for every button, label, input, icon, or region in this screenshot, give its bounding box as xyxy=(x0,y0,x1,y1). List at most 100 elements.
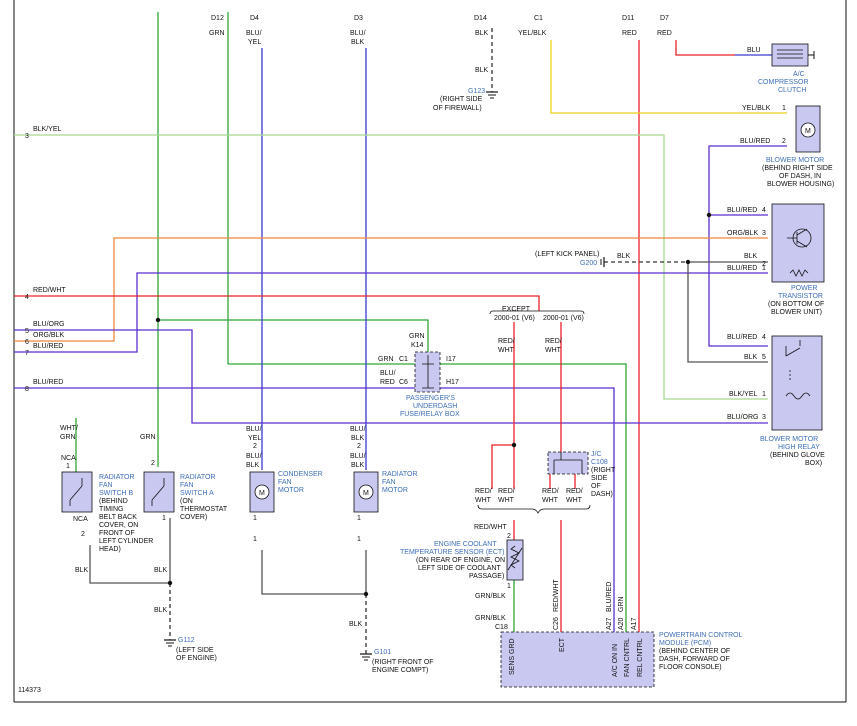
left-pin-8-num: 8 xyxy=(25,386,29,393)
g123-loc2: OF FIREWALL) xyxy=(433,105,482,112)
radm-l1: RADIATOR xyxy=(382,471,418,478)
swa-blk1: BLK xyxy=(154,567,168,574)
fuse-d4-label: D4 xyxy=(250,15,259,22)
pcm-w-c26: RED/WHT xyxy=(553,579,560,612)
blower-motor-wire2: BLU/RED xyxy=(740,138,770,145)
pcm-a17: A17 xyxy=(631,617,638,630)
cond-w3: BLU/ xyxy=(246,453,262,460)
ect-pin1: 1 xyxy=(507,583,511,590)
swb-l9: LEFT CYLINDER xyxy=(99,538,153,545)
jc-l6: DASH) xyxy=(591,491,613,498)
power-transistor-component xyxy=(771,203,825,283)
swb-l6: BELT BACK xyxy=(99,514,137,521)
swa-l2: FAN xyxy=(180,482,194,489)
swb-pin2: 2 xyxy=(81,531,85,538)
rw-2a: RED/ xyxy=(498,488,515,495)
swb-blk: BLK xyxy=(75,567,89,574)
fusebox-l1: PASSENGER'S xyxy=(406,395,455,402)
rw-2b: WHT xyxy=(498,497,515,504)
pcm-term-fan: FAN CNTRL xyxy=(624,638,631,677)
ac-compressor-clutch-component xyxy=(771,43,815,67)
ect-pin2: 2 xyxy=(507,533,511,540)
swa-l6: COVER) xyxy=(180,514,207,521)
fusebox-i17: I17 xyxy=(446,356,456,363)
cond-w2: YEL xyxy=(248,435,261,442)
cond-w4: BLK xyxy=(246,462,260,469)
pt-g200-wire: BLK xyxy=(617,253,631,260)
fuse-c1-label: C1 xyxy=(534,15,543,22)
pcm-l5: FLOOR CONSOLE) xyxy=(659,664,722,671)
ect-l5: PASSAGE) xyxy=(469,573,504,580)
ect-l2: TEMPERATURE SENSOR (ECT) xyxy=(400,549,505,556)
ect-grnblk1: GRN/BLK xyxy=(475,593,506,600)
pcm-w-a20: GRN xyxy=(618,596,625,612)
pt-l3: (ON BOTTOM OF xyxy=(768,301,824,308)
swb-nca: NCA xyxy=(61,455,76,462)
left-pin-7-num: 7 xyxy=(25,350,29,357)
fusebox-c6-wire2: RED xyxy=(380,379,395,386)
pt-l2: TRANSISTOR xyxy=(778,293,823,300)
wire-red-d7 xyxy=(675,40,735,56)
radm-blk: BLK xyxy=(349,621,363,628)
relay-w3: BLU/ORG xyxy=(727,414,759,421)
fusebox-l2: UNDERDASH xyxy=(413,403,457,410)
relay-p4: 4 xyxy=(762,334,766,341)
pt-l1: POWER xyxy=(791,285,817,292)
ect-l3: (ON REAR OF ENGINE, ON xyxy=(416,557,505,564)
pt-g200: G200 xyxy=(580,260,597,267)
fuse-d3-color2: BLK xyxy=(351,39,365,46)
blower-motor-l1: BLOWER MOTOR xyxy=(766,157,824,164)
jc-l5: OF xyxy=(591,483,601,490)
cond-w1: BLU/ xyxy=(246,426,262,433)
blower-motor-l3: OF DASH, IN xyxy=(779,173,821,180)
swb-l10: HEAD) xyxy=(99,546,121,553)
g112-l2: OF ENGINE) xyxy=(176,655,217,662)
pt-w3: ORG/BLK xyxy=(727,230,758,237)
g112-id: G112 xyxy=(178,637,195,644)
redwht-a-1: RED/ xyxy=(498,338,515,345)
relay-l4: BOX) xyxy=(805,460,822,467)
jc-l3: (RIGHT xyxy=(591,467,616,474)
pt-p4: 4 xyxy=(762,207,766,214)
g123-loc1: (RIGHT SIDE xyxy=(440,96,483,103)
wire-yel-blk-c1 xyxy=(550,40,787,114)
pcm-component xyxy=(500,631,655,688)
swb-l1: RADIATOR xyxy=(99,474,135,481)
cond-l2: FAN xyxy=(278,479,292,486)
fusebox-l3: FUSE/RELAY BOX xyxy=(400,411,460,418)
left-pin-6-num: 6 xyxy=(25,339,29,346)
splice-dot xyxy=(167,580,173,586)
radm-w3: BLU/ xyxy=(350,453,366,460)
left-pin-3-color: BLK/YEL xyxy=(33,126,62,133)
pcm-a27: A27 xyxy=(606,617,613,630)
pt-p3: 3 xyxy=(762,230,766,237)
pcm-c26: C26 xyxy=(553,617,560,630)
ect-l4: LEFT SIDE OF COOLANT xyxy=(418,565,501,572)
fusebox-k14: K14 xyxy=(411,342,424,349)
blower-motor-pin2: 2 xyxy=(782,138,786,145)
wire-blk-ground-motors xyxy=(261,550,366,595)
g101-id: G101 xyxy=(374,649,391,656)
fusebox-c6: C6 xyxy=(399,379,408,386)
fusebox-c1-wire: GRN xyxy=(378,356,394,363)
swb-l7: COVER, ON xyxy=(99,522,138,529)
ground-g112-symbol xyxy=(164,639,176,647)
svg-text:M: M xyxy=(805,128,811,135)
swb-l4: (BEHIND xyxy=(99,498,128,505)
relay-w5: BLK xyxy=(744,354,758,361)
fuse-d3-color1: BLU/ xyxy=(350,30,366,37)
except-label: EXCEPT xyxy=(502,306,531,313)
ect-sensor-component xyxy=(506,539,524,581)
redwht-brace xyxy=(477,504,591,514)
pt-kick: (LEFT KICK PANEL) xyxy=(535,251,599,258)
swa-l3: SWITCH A xyxy=(180,490,214,497)
swb-l2: FAN xyxy=(99,482,113,489)
ac-clutch-l2: COMPRESSOR xyxy=(758,79,809,86)
blower-motor-wire1: YEL/BLK xyxy=(742,105,771,112)
fuse-d7-color: RED xyxy=(657,30,672,37)
radm-w1: BLU/ xyxy=(350,426,366,433)
rw-1a: RED/ xyxy=(475,488,492,495)
pt-w1: BLU/RED xyxy=(727,265,757,272)
swb-pin1: 1 xyxy=(66,463,70,470)
